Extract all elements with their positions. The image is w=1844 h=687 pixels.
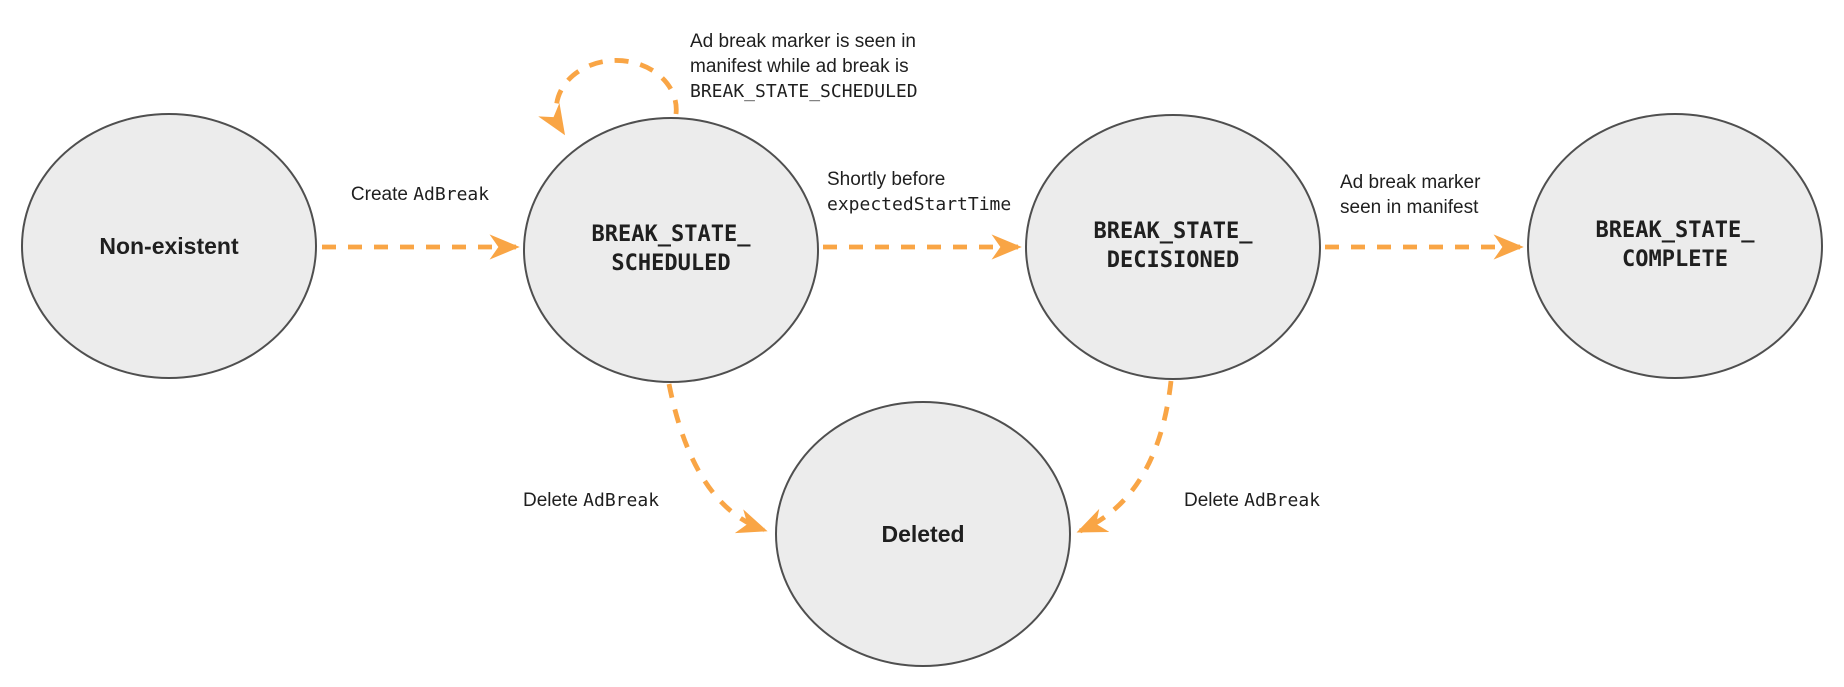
state-label-break-state-scheduled: BREAK_STATE_ SCHEDULED [591,222,751,276]
edge-label-code-term: BREAK_STATE_SCHEDULED [690,81,918,102]
edge-label-line: Ad break marker is seen in [690,31,916,52]
edge-label-line: manifest while ad break is [690,56,909,77]
edge-label-code-term: AdBreak [1244,490,1321,511]
edge-label-create-adbreak: Create AdBreak [320,182,520,207]
edge-label-code-term: expectedStartTime [827,194,1012,215]
edge-label-self-loop: Ad break marker is seen in manifest whil… [690,29,918,104]
edge-label-marker-seen: Ad break marker seen in manifest [1340,170,1480,220]
edge-label-line: seen in manifest [1340,197,1479,218]
edge-label-line: Ad break marker [1340,172,1481,193]
edge-label-action: Delete [1183,490,1239,511]
edge-label-delete-adbreak-left: Delete AdBreak [491,488,691,513]
edge-label-shortly-before: Shortly before expectedStartTime [827,167,1011,217]
edge-label-delete-adbreak-right: Delete AdBreak [1152,488,1352,513]
state-label-break-state-complete: BREAK_STATE_ COMPLETE [1595,218,1755,272]
edge-label-code-term: AdBreak [413,184,490,205]
state-node-break-state-scheduled: BREAK_STATE_ SCHEDULED [523,117,819,383]
state-label-non-existent: Non-existent [99,232,239,259]
state-node-break-state-complete: BREAK_STATE_ COMPLETE [1527,113,1823,379]
state-node-non-existent: Non-existent [21,113,317,379]
edge-label-code-term: AdBreak [583,490,660,511]
edge-label-line: Shortly before [827,169,946,190]
state-label-break-state-decisioned: BREAK_STATE_ DECISIONED [1093,219,1253,273]
state-label-deleted: Deleted [881,520,965,547]
edge-label-action: Create [350,184,408,205]
edge-label-action: Delete [522,490,578,511]
state-node-deleted: Deleted [775,401,1071,667]
state-node-break-state-decisioned: BREAK_STATE_ DECISIONED [1025,114,1321,380]
